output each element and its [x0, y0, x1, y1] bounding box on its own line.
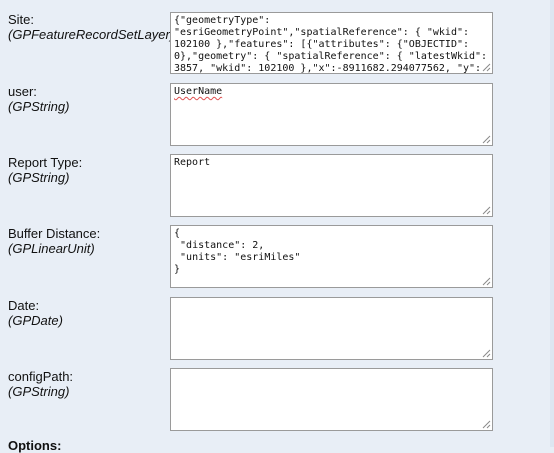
- options-heading: Options:: [8, 438, 62, 453]
- field-type: (GPString): [8, 99, 70, 114]
- user-textarea[interactable]: UserName: [170, 83, 493, 146]
- config-path-label: configPath: (GPString): [8, 369, 73, 399]
- date-label: Date: (GPDate): [8, 298, 63, 328]
- report-type-textarea[interactable]: Report: [170, 154, 493, 217]
- date-textarea[interactable]: [170, 297, 493, 360]
- config-path-textarea[interactable]: [170, 368, 493, 431]
- field-name: Site:: [8, 12, 35, 27]
- field-type: (GPString): [8, 170, 70, 185]
- field-type: (GPFeatureRecordSetLayer): [8, 27, 175, 42]
- field-type: (GPString): [8, 384, 70, 399]
- field-name: user:: [8, 84, 37, 99]
- user-field-wrapper: UserName: [170, 83, 493, 146]
- field-name: Buffer Distance:: [8, 226, 101, 241]
- field-name: configPath:: [8, 369, 74, 384]
- report-type-label: Report Type: (GPString): [8, 155, 82, 185]
- buffer-distance-label: Buffer Distance: (GPLinearUnit): [8, 226, 100, 256]
- field-name: Report Type:: [8, 155, 83, 170]
- field-name: Date:: [8, 298, 40, 313]
- buffer-distance-textarea[interactable]: { "distance": 2, "units": "esriMiles" }: [170, 225, 493, 288]
- user-label: user: (GPString): [8, 84, 69, 114]
- field-type: (GPDate): [8, 313, 63, 328]
- field-type: (GPLinearUnit): [8, 241, 95, 256]
- scrollbar-track[interactable]: [550, 0, 554, 447]
- site-textarea[interactable]: {"geometryType": "esriGeometryPoint","sp…: [170, 12, 493, 74]
- site-label: Site: (GPFeatureRecordSetLayer): [8, 12, 174, 42]
